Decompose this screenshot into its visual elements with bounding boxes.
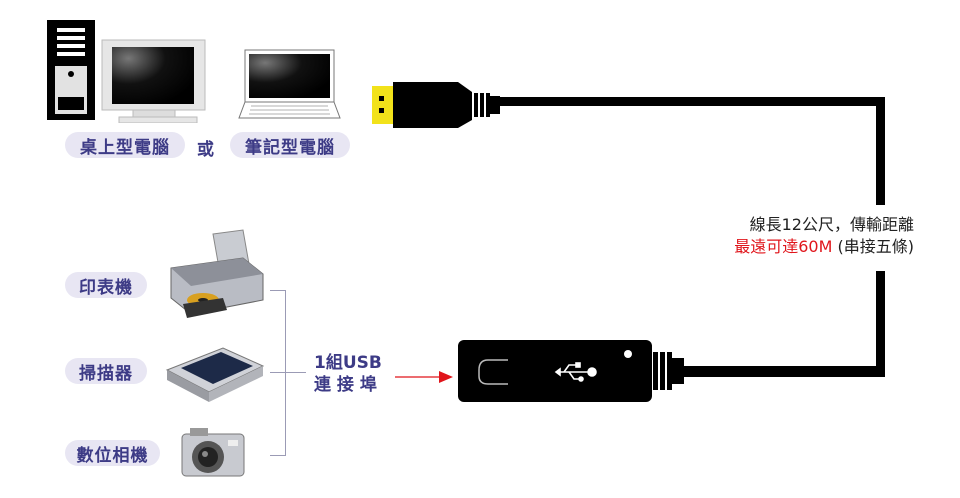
cable-right-lower (876, 271, 885, 377)
desktop-computer-icon (47, 20, 206, 123)
cable-daisy-chain-note: (串接五條) (832, 237, 915, 256)
cable-bottom (680, 366, 885, 377)
bracket-line (270, 455, 286, 456)
cable-note: 線長12公尺，傳輸距離 最遠可達60M (串接五條) (706, 214, 914, 258)
usb-symbol-icon (554, 362, 597, 382)
bracket-line (285, 290, 286, 456)
desktop-label: 桌上型電腦 (65, 132, 185, 158)
usb-port-label-line1: 1組USB (314, 353, 382, 373)
laptop-computer-icon (238, 49, 341, 119)
laptop-label: 筆記型電腦 (230, 132, 350, 158)
cable-top (495, 97, 885, 106)
cable-note-line2: 最遠可達60M (串接五條) (706, 236, 914, 258)
cable-distance-highlight: 最遠可達60M (734, 237, 833, 256)
device-label-scanner: 掃描器 (65, 358, 147, 384)
or-label: 或 (197, 140, 214, 160)
bracket-line (270, 290, 286, 291)
device-label-printer: 印表機 (65, 272, 147, 298)
usb-port-label-line2: 連 接 埠 (314, 375, 377, 395)
printer-icon (170, 229, 264, 318)
usb-a-plug-icon (372, 82, 500, 128)
digital-camera-icon (181, 428, 245, 477)
cable-right-upper (876, 97, 885, 205)
device-label-camera: 數位相機 (65, 440, 160, 466)
cable-note-line1: 線長12公尺，傳輸距離 (749, 215, 914, 234)
usb-port-label: 1組USB 連 接 埠 (314, 352, 382, 396)
scanner-icon (165, 347, 265, 402)
usb-hub-box (458, 340, 684, 402)
bracket-line (270, 372, 306, 373)
red-arrow-icon (395, 371, 453, 383)
